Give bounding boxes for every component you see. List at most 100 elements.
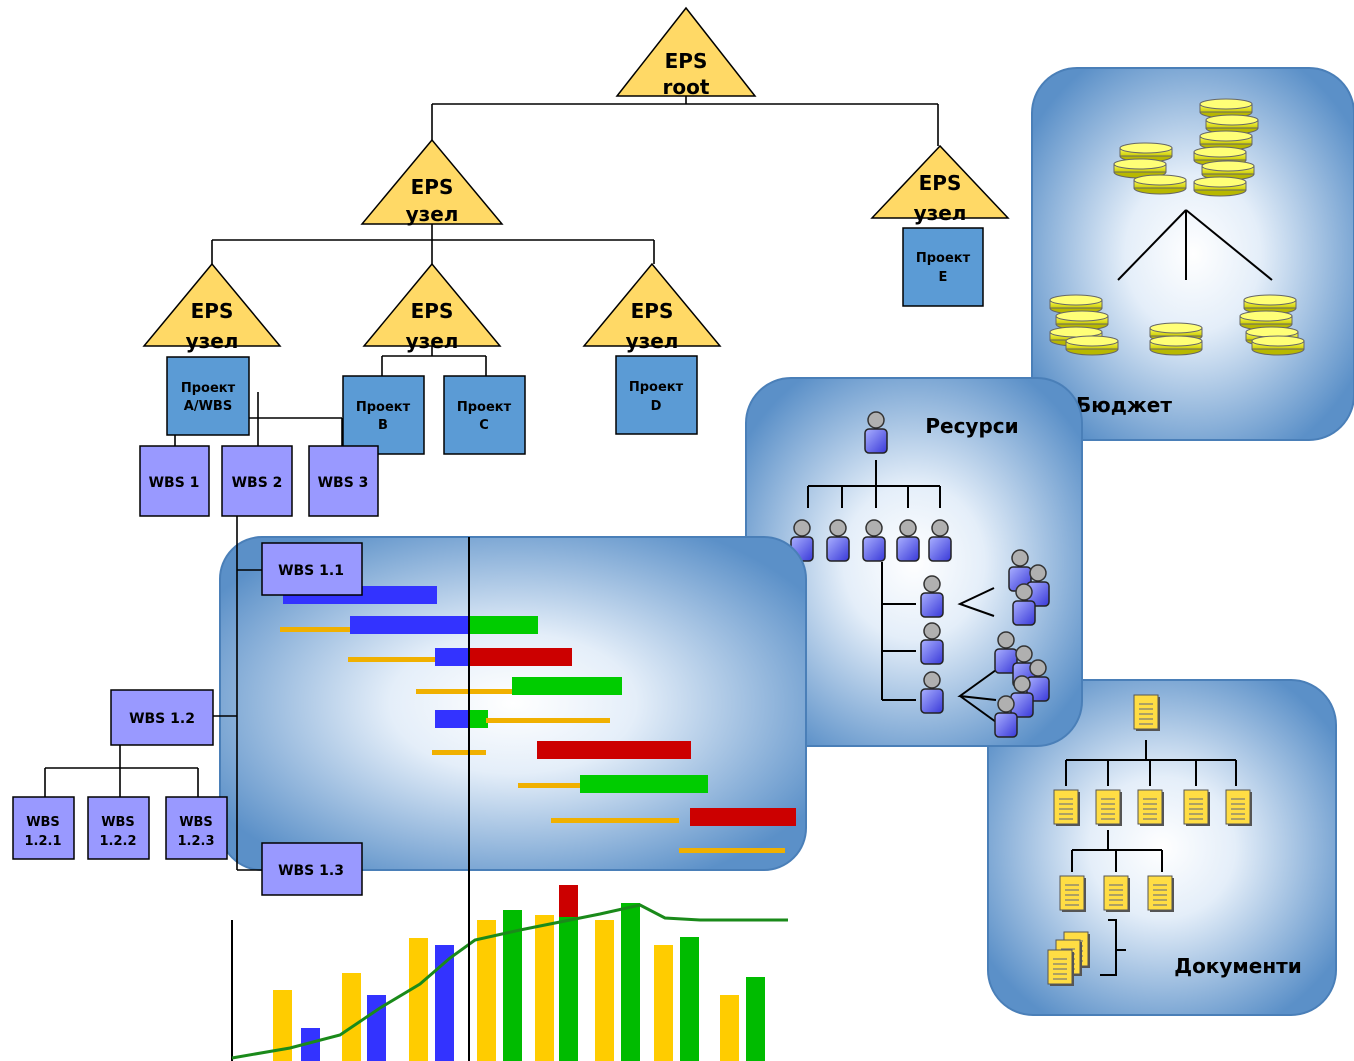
wbs-1-2-3-line2: 1.2.3	[177, 834, 214, 849]
eps-node-top: EPS узел	[360, 138, 504, 226]
wbs-2-label: WBS 2	[232, 475, 283, 491]
gantt-bar-green	[470, 710, 488, 728]
eps-node-line2: узел	[186, 329, 239, 353]
eps-node-line1: EPS	[411, 299, 454, 323]
project-c-box: Проект C	[443, 375, 526, 455]
gantt-bar-blue	[435, 710, 470, 728]
histogram-bar-green	[621, 903, 640, 1061]
histogram-bar-yellow	[535, 915, 554, 1061]
resources-tree-lines	[807, 460, 997, 723]
wbs-1-label: WBS 1	[149, 475, 200, 491]
wbs-3-box: WBS 3	[308, 445, 379, 517]
eps-root-line1: EPS	[665, 49, 708, 73]
eps-node-a: EPS узел	[142, 262, 282, 353]
histogram-bar-yellow	[595, 920, 614, 1061]
resource-histogram	[231, 885, 788, 1061]
project-e-line2: E	[939, 270, 948, 285]
wbs-1-2-1-line2: 1.2.1	[24, 834, 61, 849]
gantt-bar-red	[470, 648, 572, 666]
project-b-line1: Проект	[356, 400, 411, 415]
histogram-bar-yellow	[409, 938, 428, 1061]
project-e-box: Проект E	[902, 227, 984, 307]
wbs-1-2-2-line2: 1.2.2	[99, 834, 136, 849]
wbs-1-1-box: WBS 1.1	[261, 542, 363, 596]
histogram-bar-yellow	[342, 973, 361, 1061]
project-a-line2: A/WBS	[184, 399, 232, 414]
budget-panel: Бюджет	[1031, 67, 1354, 441]
eps-node-line1: EPS	[919, 171, 962, 195]
histogram-bar-green	[680, 937, 699, 1061]
histogram-bar-blue	[367, 995, 386, 1061]
resources-panel: Ресурси	[745, 377, 1083, 747]
histogram-bar-yellow	[273, 990, 292, 1061]
s-curve	[231, 903, 788, 1060]
wbs-1-2-1-box: WBS 1.2.1	[12, 796, 75, 860]
project-b-box: Проект B	[342, 375, 425, 455]
wbs-1-2-box: WBS 1.2	[110, 689, 214, 746]
eps-node-d: EPS узел	[582, 262, 722, 353]
eps-node-line2: узел	[406, 202, 459, 226]
gantt-baseline	[432, 750, 486, 755]
documents-panel: Документи	[987, 679, 1337, 1016]
gantt-bars	[280, 586, 796, 853]
histogram-bar-green	[559, 917, 578, 1061]
project-b-line2: B	[378, 418, 388, 433]
wbs-1-2-2-box: WBS 1.2.2	[87, 796, 150, 860]
eps-node-right: EPS узел	[870, 144, 1010, 225]
gantt-bar-blue	[350, 616, 470, 634]
budget-label: Бюджет	[1076, 393, 1172, 417]
project-a-line1: Проект	[181, 381, 236, 396]
wbs-1-1-label: WBS 1.1	[278, 563, 344, 579]
histogram-bar-blue	[435, 945, 454, 1061]
gantt-baseline	[518, 783, 580, 788]
documents-label: Документи	[1174, 954, 1302, 978]
project-c-line2: C	[479, 418, 489, 433]
project-c-line1: Проект	[457, 400, 512, 415]
eps-node-line2: узел	[406, 329, 459, 353]
gantt-bar-green	[470, 616, 538, 634]
wbs-2-box: WBS 2	[221, 445, 293, 517]
eps-root-line2: root	[663, 75, 710, 99]
resources-label: Ресурси	[925, 414, 1018, 438]
gantt-baseline	[416, 689, 514, 694]
wbs-1-2-3-line1: WBS	[179, 815, 213, 830]
eps-node-line1: EPS	[631, 299, 674, 323]
project-d-line1: Проект	[629, 380, 684, 395]
gantt-bar-red	[537, 741, 691, 759]
gantt-baseline	[348, 657, 436, 662]
wbs-1-2-2-line1: WBS	[101, 815, 135, 830]
eps-root: EPS root	[615, 6, 757, 99]
gantt-baseline	[280, 627, 352, 632]
histogram-bar-yellow	[720, 995, 739, 1061]
wbs-3-label: WBS 3	[318, 475, 369, 491]
eps-node-line1: EPS	[191, 299, 234, 323]
gantt-bar-green	[580, 775, 708, 793]
eps-node-bc: EPS узел	[362, 262, 502, 353]
wbs-1-2-1-line1: WBS	[26, 815, 60, 830]
project-d-line2: D	[651, 399, 662, 414]
gantt-baseline	[679, 848, 785, 853]
wbs-1-3-box: WBS 1.3	[261, 842, 363, 896]
gantt-baseline	[486, 718, 610, 723]
histogram-bar-green	[503, 910, 522, 1061]
histogram-bar-red	[559, 885, 578, 917]
histogram-bar-yellow	[654, 945, 673, 1061]
histogram-bar-yellow	[477, 920, 496, 1061]
project-d-box: Проект D	[615, 355, 698, 435]
wbs-1-2-label: WBS 1.2	[129, 711, 195, 727]
gantt-bar-red	[690, 808, 796, 826]
gantt-bar-blue	[435, 648, 470, 666]
eps-node-line2: узел	[626, 329, 679, 353]
wbs-1-box: WBS 1	[139, 445, 210, 517]
eps-node-line2: узел	[914, 201, 967, 225]
wbs-1-3-label: WBS 1.3	[278, 863, 344, 879]
project-e-line1: Проект	[916, 251, 971, 266]
document-icon	[1133, 694, 1161, 732]
histogram-bar-blue	[301, 1028, 320, 1061]
documents-tree-lines	[1065, 740, 1237, 976]
project-a-box: Проект A/WBS	[166, 356, 250, 436]
histogram-bar-green	[746, 977, 765, 1061]
wbs-1-2-3-box: WBS 1.2.3	[165, 796, 228, 860]
gantt-bar-green	[512, 677, 622, 695]
